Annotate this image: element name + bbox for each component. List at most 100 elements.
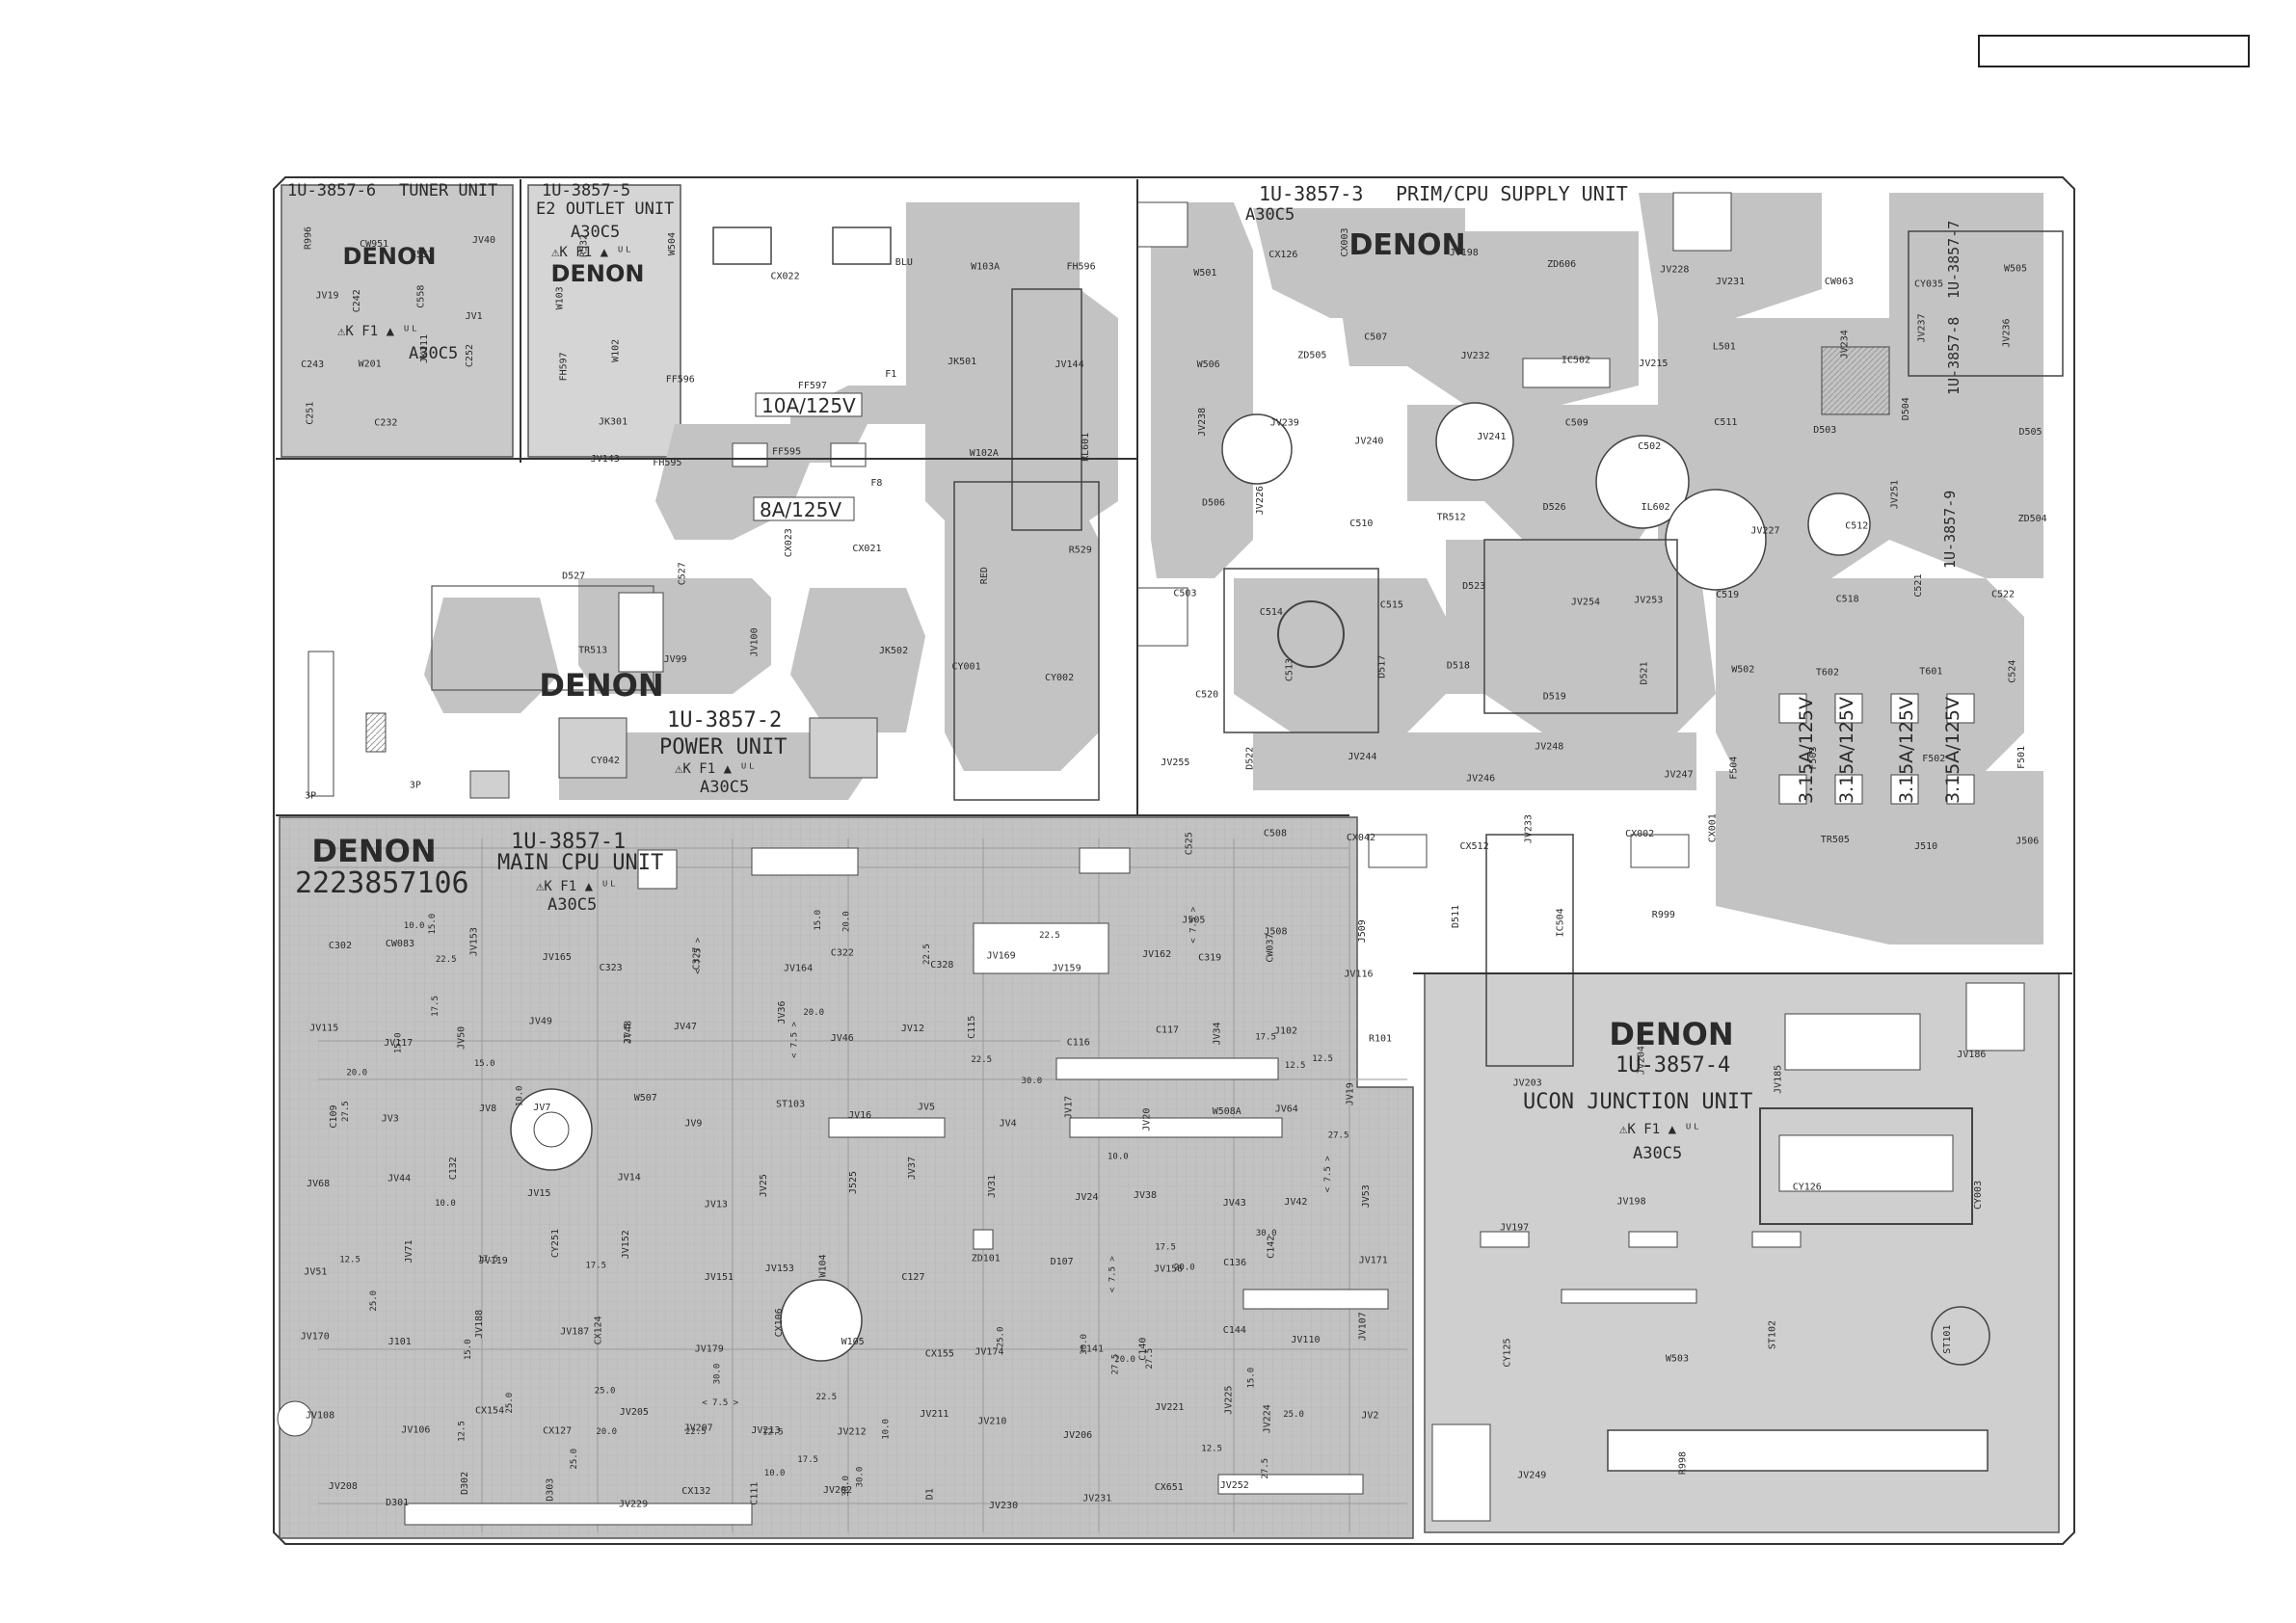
component-label-main: JV119	[479, 1256, 508, 1266]
component-label-main: JV47	[674, 1022, 697, 1032]
fuse-rating-small-4: 3.15A/125V	[1942, 697, 1963, 804]
component-label-main: JV15	[527, 1188, 550, 1199]
component-label-prim: D518	[1447, 661, 1470, 672]
trace-voltage-label: 17.5	[797, 1455, 818, 1465]
component-label-main: D302	[460, 1472, 470, 1495]
trace-voltage-label: 12.5	[762, 1428, 784, 1438]
unit-code-side8: 1U-3857-8	[1945, 317, 1962, 395]
component-label-prim: L501	[1713, 341, 1736, 352]
component-label-main: JV20	[1142, 1108, 1153, 1131]
component-label-main: CX106	[774, 1308, 785, 1337]
component-label-main: C136	[1223, 1258, 1246, 1268]
brand-logo-outlet: DENON	[551, 260, 645, 287]
trace-voltage-label: 10.0	[1108, 1152, 1129, 1161]
header-box	[1978, 35, 2250, 67]
component-label-tuner: C558	[416, 285, 427, 308]
component-label-prim: C510	[1349, 519, 1373, 529]
trace-voltage-label: 15.0	[428, 914, 438, 935]
component-label-main: CX651	[1155, 1482, 1184, 1493]
component-label-power: JV143	[591, 454, 620, 465]
component-label-main: JV51	[304, 1266, 327, 1277]
trace-voltage-label: 20.0	[1174, 1263, 1195, 1272]
component-label-prim: C518	[1836, 595, 1859, 605]
component-label-prim: TR505	[1821, 835, 1850, 845]
trace-voltage-label: 27.5	[1145, 1348, 1155, 1370]
component-label-main: W105	[841, 1337, 865, 1347]
component-label-main: CX124	[594, 1316, 604, 1344]
component-label-main: W508A	[1213, 1106, 1241, 1117]
component-label-main: C144	[1223, 1325, 1246, 1336]
component-label-main: JV25	[759, 1174, 769, 1197]
component-label-prim: JV251	[1889, 480, 1900, 509]
component-label-prim: J510	[1914, 841, 1937, 852]
component-label-ucon: ST102	[1768, 1320, 1778, 1349]
component-label-prim: D526	[1543, 502, 1566, 513]
trace-voltage-label: < 7.5 >	[790, 1021, 800, 1058]
trace-voltage-label: 30.0	[712, 1364, 722, 1385]
component-label-tuner: C242	[352, 289, 362, 312]
safety-mark-tuner: ⚠K F1 ▲ ᵁᴸ	[337, 324, 418, 339]
unit-name-tuner: TUNER UNIT	[399, 181, 497, 200]
component-label-power: FF595	[772, 447, 801, 458]
component-label-prim: JV226	[1255, 486, 1266, 515]
component-label-main: JV2	[1361, 1410, 1378, 1421]
component-label-power: D527	[562, 572, 585, 582]
component-label-prim: JV244	[1348, 752, 1376, 762]
component-label-tuner: C251	[305, 402, 315, 425]
trace-voltage-label: < 7.5 >	[1323, 1156, 1333, 1193]
component-label-power: F1	[885, 369, 896, 380]
unit-code-side9: 1U-3857-9	[1941, 491, 1959, 569]
trace-voltage-label: 27.5	[1328, 1131, 1349, 1140]
component-label-main: C142	[1267, 1236, 1277, 1259]
trace-voltage-label: 10.0	[881, 1419, 891, 1440]
component-label-prim: IC504	[1555, 908, 1565, 937]
component-label-main: J101	[388, 1337, 412, 1347]
fuse-rating-small-3: 3.15A/125V	[1896, 697, 1917, 804]
fuse-rating-f1: 10A/125V	[761, 394, 856, 417]
component-label-main: JV110	[1291, 1335, 1320, 1345]
trace-voltage-label: 27.5	[1261, 1458, 1270, 1479]
component-label-prim: C503	[1173, 589, 1196, 599]
component-label-main: JV7	[533, 1103, 550, 1113]
trace-voltage-label: 17.5	[1155, 1242, 1176, 1252]
component-label-main: JV48	[624, 1021, 634, 1044]
component-label-prim: D522	[1244, 747, 1255, 770]
component-label-prim: D519	[1543, 691, 1566, 702]
trace-voltage-label: 15.0	[464, 1339, 473, 1360]
component-label-main: JV221	[1155, 1402, 1184, 1413]
component-label-ucon: CY003	[1973, 1181, 1984, 1210]
component-label-tuner: C252	[465, 344, 475, 367]
component-label-main: ST103	[776, 1100, 805, 1110]
unit-rev-power: A30C5	[700, 778, 749, 797]
component-label-prim: C514	[1260, 607, 1283, 618]
component-label-main: C328	[930, 960, 953, 971]
component-label-prim: W502	[1731, 664, 1754, 675]
component-label-main: JV153	[468, 927, 479, 956]
component-label-prim: C508	[1264, 828, 1287, 838]
component-label-main: C117	[1156, 1025, 1179, 1036]
trace-voltage-label: 15.0	[474, 1059, 495, 1069]
component-label-prim: T601	[1919, 666, 1942, 677]
component-label-power: JV99	[664, 654, 687, 665]
unit-code-power: 1U-3857-2	[667, 708, 782, 732]
component-label-prim: D505	[2019, 427, 2042, 438]
component-label-main: JV50	[457, 1026, 467, 1050]
component-label-prim: JV247	[1665, 770, 1694, 781]
component-label-main: JV38	[1134, 1190, 1157, 1201]
component-label-power: W504	[667, 232, 678, 255]
component-label-main: D301	[386, 1498, 409, 1508]
component-label-prim: D503	[1813, 425, 1836, 436]
unit-code-tuner: 1U-3857-6	[287, 181, 376, 200]
component-label-main: C132	[448, 1157, 459, 1180]
trace-voltage-label: 15.0	[814, 910, 823, 931]
component-label-main: JV106	[401, 1425, 430, 1436]
component-label-prim: J508	[1264, 927, 1287, 938]
component-label-prim: JV254	[1571, 597, 1600, 607]
component-label-power: R529	[1069, 545, 1092, 556]
trace-voltage-label: < 7.5 >	[1108, 1256, 1117, 1293]
trace-voltage-label: 10.0	[404, 921, 425, 931]
component-label-main: JV213	[751, 1425, 780, 1436]
component-label-ucon: JV204	[1636, 1046, 1646, 1075]
outlet-region	[527, 184, 681, 458]
component-label-power: RL601	[1081, 433, 1091, 462]
